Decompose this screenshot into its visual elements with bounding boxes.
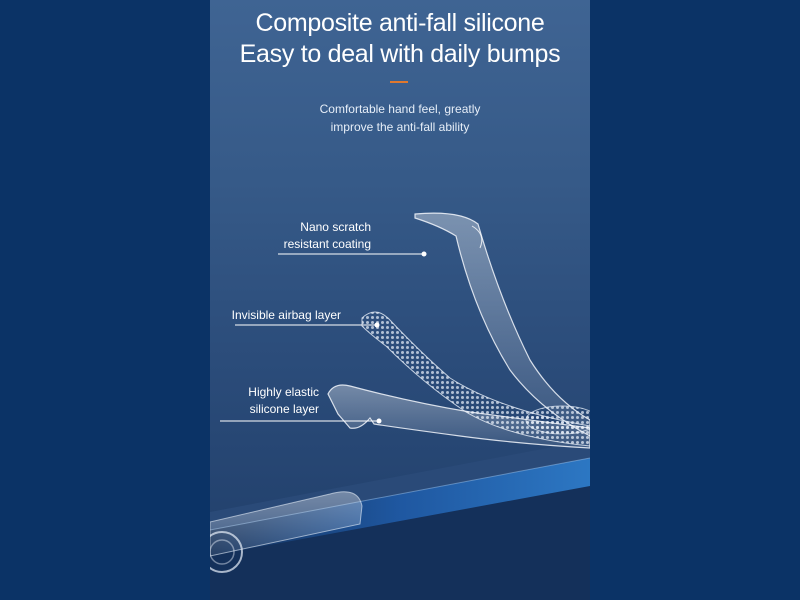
phone-case-edge xyxy=(210,491,363,573)
callout-airbag: Invisible airbag layer xyxy=(232,307,341,324)
callout-silicone-line-1: Highly elastic xyxy=(248,385,319,399)
title-line-1: Composite anti-fall silicone xyxy=(255,9,545,37)
nano-coating-layer xyxy=(414,212,590,437)
product-panel: Composite anti-fall silicone Easy to dea… xyxy=(210,0,590,600)
callout-silicone: Highly elastic silicone layer xyxy=(248,384,319,418)
subtitle-line-2: improve the anti-fall ability xyxy=(330,120,470,134)
silicone-layer xyxy=(327,384,590,449)
page-subtitle: Comfortable hand feel, greatly improve t… xyxy=(210,100,590,136)
layer-illustration xyxy=(210,212,590,600)
callout-lines xyxy=(220,251,427,424)
page-title: Composite anti-fall silicone Easy to dea… xyxy=(210,8,590,70)
accent-divider xyxy=(390,81,408,83)
phone-body xyxy=(210,440,590,600)
callout-airbag-line-1: Invisible airbag layer xyxy=(231,308,341,322)
callout-nano-line-1: Nano scratch xyxy=(300,220,371,234)
callout-nano-coating: Nano scratch resistant coating xyxy=(284,219,371,253)
title-line-2: Easy to deal with daily bumps xyxy=(239,40,561,68)
callout-nano-line-2: resistant coating xyxy=(283,237,371,251)
callout-silicone-line-2: silicone layer xyxy=(249,402,319,416)
subtitle-line-1: Comfortable hand feel, greatly xyxy=(319,102,481,116)
